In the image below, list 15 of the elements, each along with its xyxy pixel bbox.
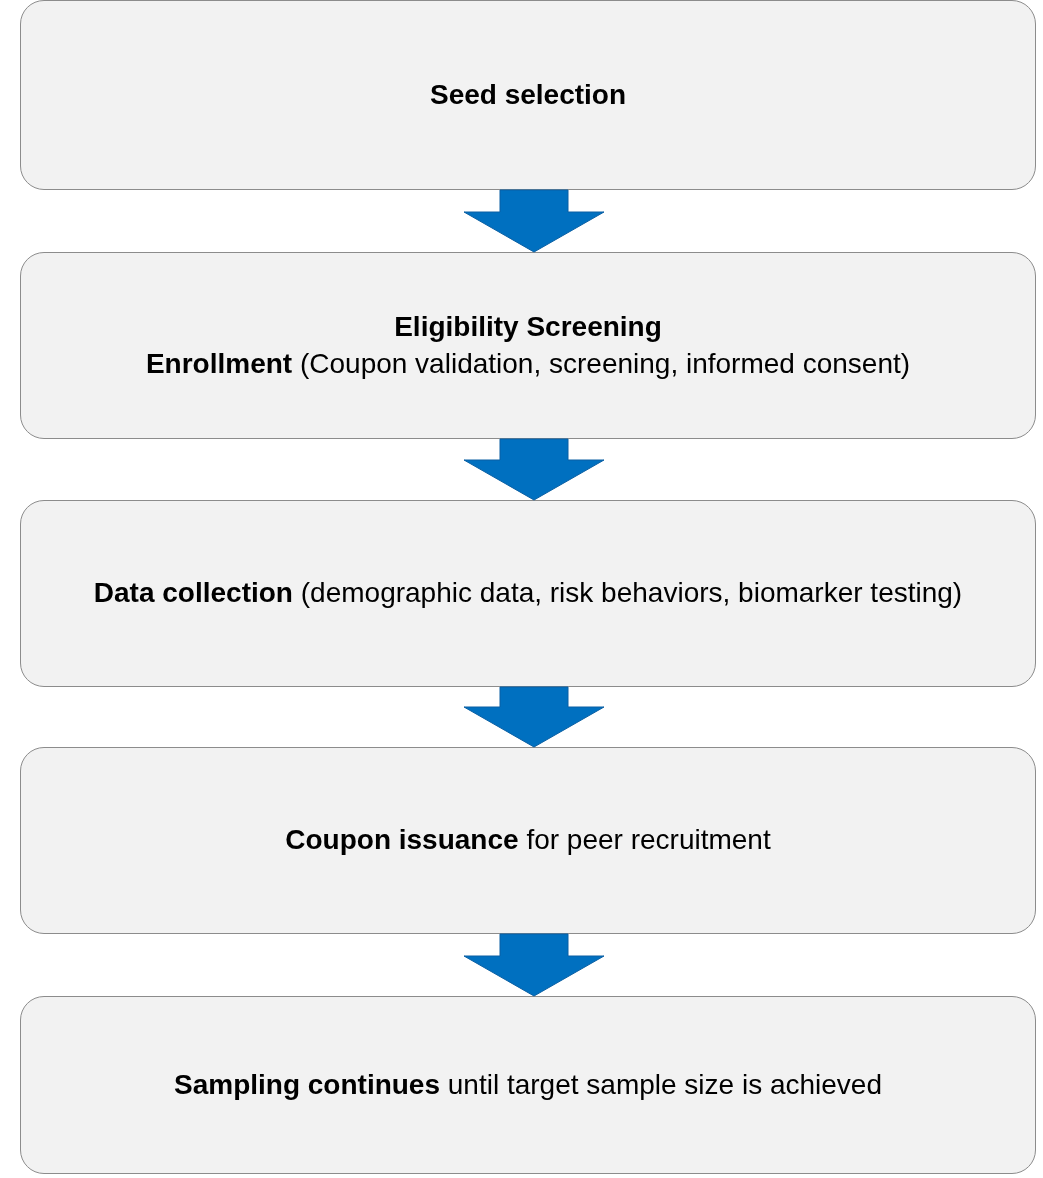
block-arrow <box>463 438 605 501</box>
box-text: Data collection (demographic data, risk behaviors, biomarker testing) <box>93 576 963 611</box>
process-box <box>20 252 1036 439</box>
box-heading: Eligibility Screening <box>394 310 662 345</box>
process-box <box>20 996 1036 1174</box>
process-box <box>20 747 1036 934</box>
box-text: Seed selection <box>429 77 627 112</box>
box-text: Enrollment (Coupon validation, screening, informed consent) <box>145 346 911 381</box>
block-arrow <box>463 686 605 748</box>
process-box <box>20 0 1036 190</box>
box-text: Sampling continues until target sample size is achieved <box>174 1067 882 1102</box>
block-arrow <box>463 189 605 253</box>
block-arrow <box>463 933 605 997</box>
box-text: Coupon issuance for peer recruitment <box>285 823 771 858</box>
process-box <box>20 500 1036 687</box>
